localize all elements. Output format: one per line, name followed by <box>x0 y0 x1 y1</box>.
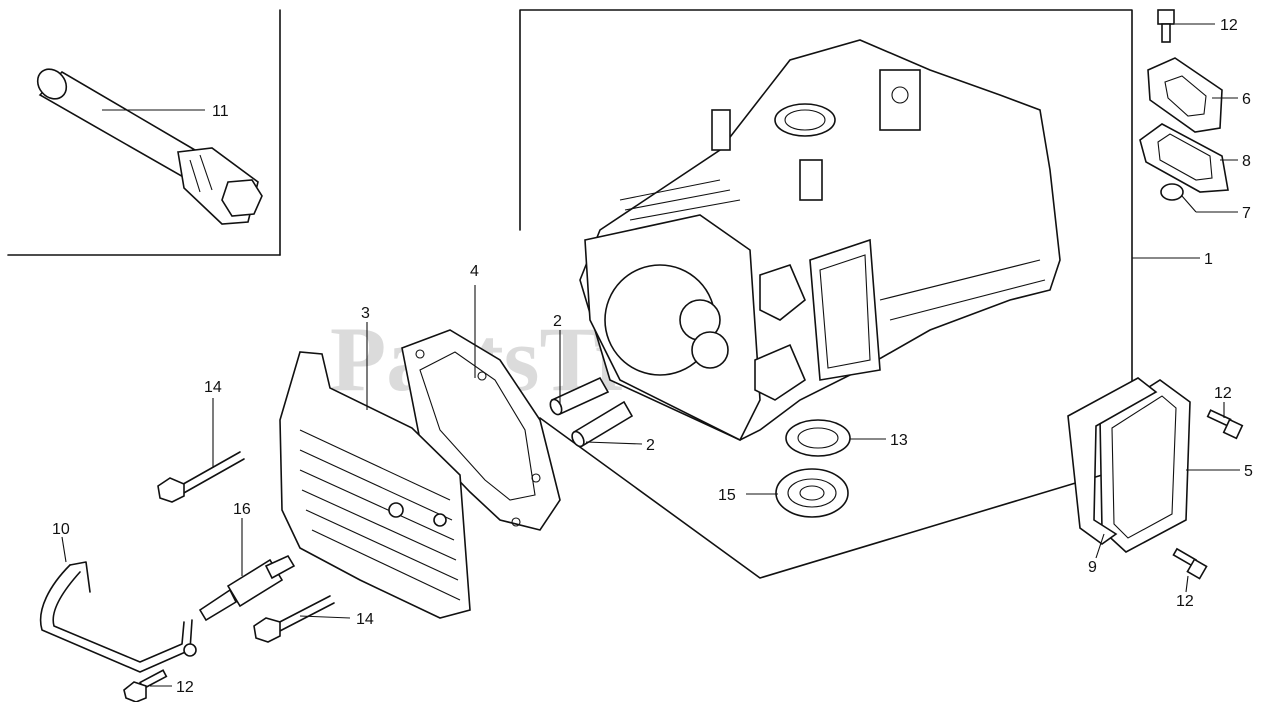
part-13-oil-seal[interactable] <box>785 419 851 457</box>
part-9-gasket[interactable] <box>1067 377 1158 545</box>
callout-13: 13 <box>890 432 908 449</box>
callout-2-lower: 2 <box>646 437 655 454</box>
part-2-pin-lower[interactable] <box>570 400 634 448</box>
callout-12-right: 12 <box>1214 385 1232 402</box>
callout-14-left: 14 <box>204 379 222 396</box>
part-14-bolt-bottom[interactable] <box>253 595 335 643</box>
inset-frame <box>7 9 281 256</box>
callout-5: 5 <box>1244 463 1253 480</box>
callout-7: 7 <box>1242 205 1251 222</box>
part-12-bolt-top[interactable] <box>1157 9 1175 43</box>
part-11-tool[interactable] <box>32 63 263 225</box>
part-7-cap[interactable] <box>1160 183 1184 201</box>
callout-9: 9 <box>1088 559 1097 576</box>
callout-12-bottom: 12 <box>176 679 194 696</box>
callout-10: 10 <box>52 521 70 538</box>
callout-15: 15 <box>718 487 736 504</box>
callout-14-bottom: 14 <box>356 611 374 628</box>
callout-8: 8 <box>1242 153 1251 170</box>
part-5-cover[interactable] <box>1099 379 1191 553</box>
callout-2-upper: 2 <box>553 313 562 330</box>
cylinder-block-frame <box>519 9 1133 579</box>
callout-12-mid: 12 <box>1176 593 1194 610</box>
part-12-bolt-bottom[interactable] <box>123 669 168 702</box>
part-15-bearing[interactable] <box>775 468 849 518</box>
part-12-bolt-right[interactable] <box>1206 409 1244 440</box>
part-2-pin-upper[interactable] <box>548 376 610 416</box>
leader-lines <box>61 23 1240 687</box>
callout-4: 4 <box>470 263 479 280</box>
callout-16: 16 <box>233 501 251 518</box>
callout-11: 11 <box>212 103 229 120</box>
part-6-gasket[interactable] <box>1147 57 1223 133</box>
part-16-spark-plug[interactable] <box>198 554 296 622</box>
part-1-cylinder-block[interactable] <box>579 39 1061 442</box>
callout-1: 1 <box>1204 251 1213 268</box>
callout-12-top: 12 <box>1220 17 1238 34</box>
callout-6: 6 <box>1242 91 1251 108</box>
part-10-breather-tube[interactable] <box>39 561 197 673</box>
callout-labels: 11 12 6 8 7 1 4 3 2 2 14 13 15 12 5 16 1… <box>52 17 1253 696</box>
part-12-bolt-mid[interactable] <box>1172 547 1208 580</box>
part-3-cylinder-head[interactable] <box>279 351 471 619</box>
part-8-gasket[interactable] <box>1139 123 1229 193</box>
callout-3: 3 <box>361 305 370 322</box>
part-14-bolt-left[interactable] <box>157 451 245 503</box>
